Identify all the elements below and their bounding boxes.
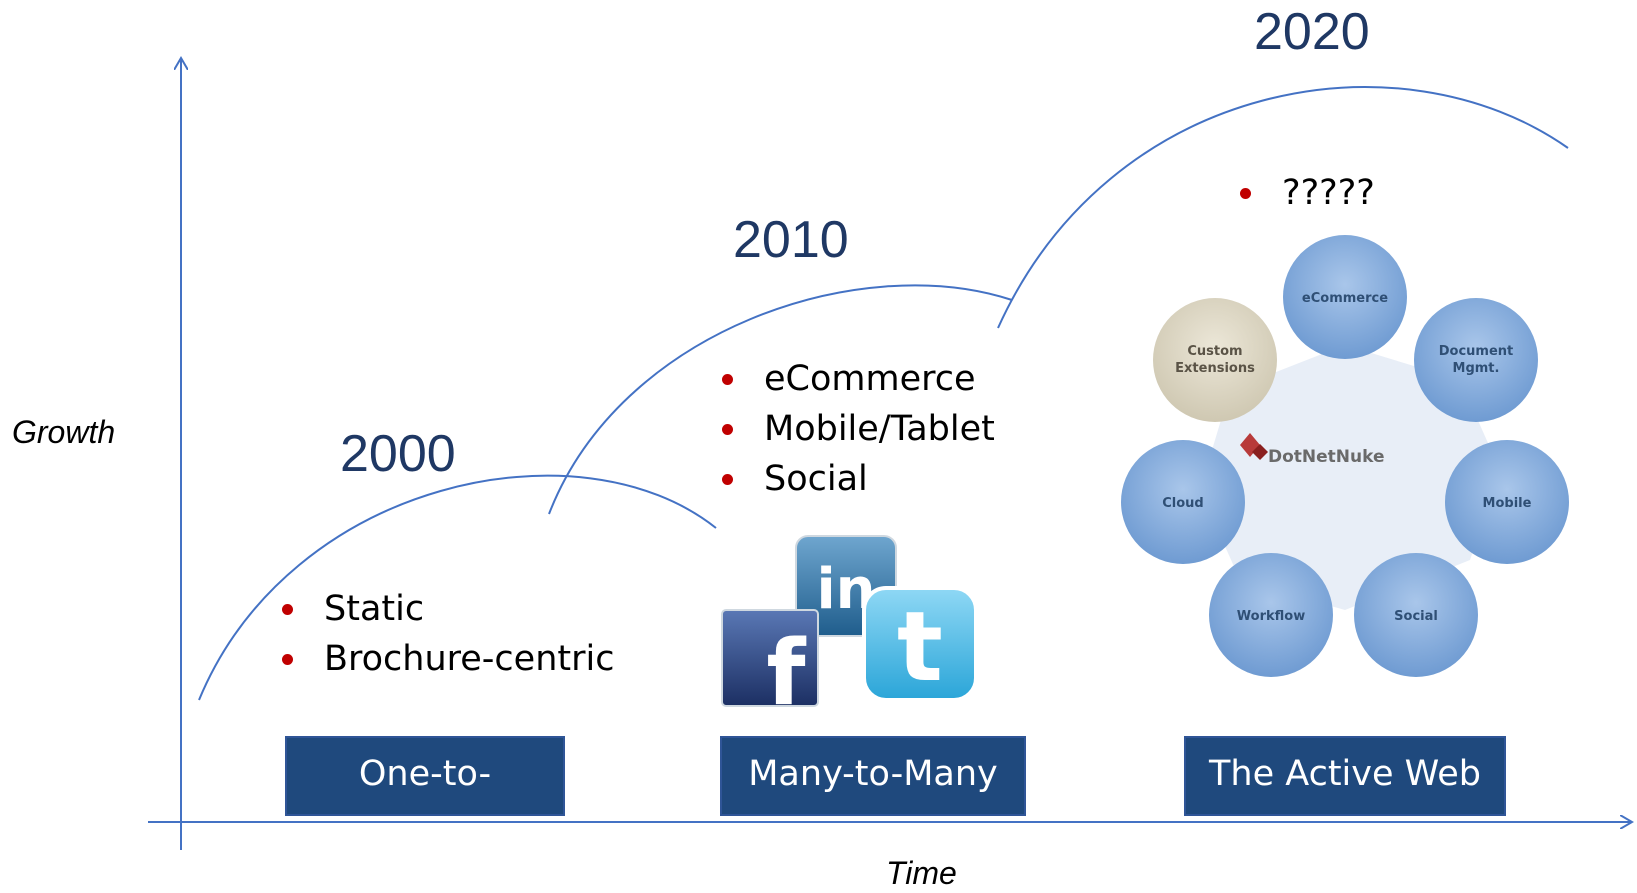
curve-2010: [548, 284, 1013, 515]
svg-text:f: f: [766, 621, 806, 726]
y-axis-label: Growth: [12, 414, 116, 450]
node-label-mobile: Mobile: [1483, 496, 1532, 511]
node-cloud: [1121, 440, 1245, 564]
bullets-2000: Static Brochure-centric: [278, 584, 614, 684]
node-document-mgmt: [1414, 298, 1538, 422]
node-custom-extensions: [1153, 298, 1277, 422]
era-box-many-to-many: Many-to-Many: [720, 736, 1026, 816]
x-axis-label: Time: [886, 855, 957, 891]
bullet-item: Social: [718, 454, 995, 504]
bullets-2010-clip: eCommerce Mobile/Tablet Social: [718, 354, 1010, 514]
year-2010: 2010: [733, 211, 849, 269]
node-label-ecommerce: eCommerce: [1302, 291, 1388, 306]
bullet-item: eCommerce: [718, 354, 995, 404]
year-2020: 2020: [1254, 3, 1370, 61]
era-box-one-to-many: One-to-Many: [285, 736, 565, 816]
node-label-workflow: Workflow: [1237, 609, 1305, 624]
facebook-logo: f: [721, 609, 819, 726]
era-box-label: One-to-Many: [358, 754, 492, 794]
node-workflow: [1209, 553, 1333, 677]
bullet-item: ?????: [1236, 168, 1375, 218]
node-social: [1354, 553, 1478, 677]
curve-2000: [198, 474, 717, 701]
bullet-item: Brochure-centric: [278, 634, 614, 684]
hub-center: [1200, 345, 1500, 610]
node-label-social: Social: [1394, 609, 1438, 624]
node-label-cloud: Cloud: [1162, 496, 1204, 511]
bullets-2010: eCommerce Mobile/Tablet Social: [718, 354, 995, 504]
dotnetnuke-logo: DotNetNuke: [1240, 433, 1385, 467]
social-logos-image: in f t: [721, 535, 978, 726]
bullet-item: Mobile/Tablet: [718, 404, 995, 454]
twitter-logo: t: [862, 586, 978, 703]
year-2000: 2000: [340, 425, 456, 483]
svg-text:t: t: [897, 591, 943, 703]
bullet-item: Static: [278, 584, 614, 634]
era-box-active-web: The Active Web: [1184, 736, 1506, 816]
curve-2020: [997, 86, 1569, 329]
node-ecommerce: [1283, 235, 1407, 359]
node-mobile: [1445, 440, 1569, 564]
bullets-2020: ?????: [1236, 168, 1375, 218]
svg-text:DotNetNuke: DotNetNuke: [1268, 447, 1385, 467]
